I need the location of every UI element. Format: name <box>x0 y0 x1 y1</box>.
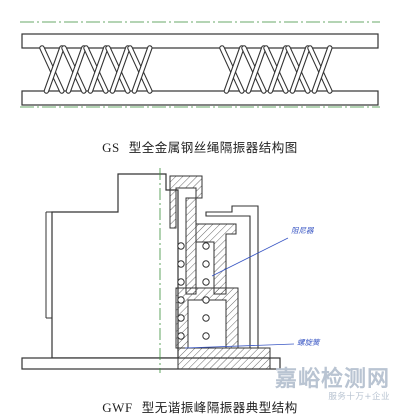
base-plate-hatched <box>177 347 271 370</box>
lower-clamp-plate <box>21 90 379 106</box>
spring-callout-label: 螺旋簧 <box>297 338 320 347</box>
spring-coil-section <box>202 260 210 268</box>
helical-spring <box>177 242 210 340</box>
gwf-isolator-svg <box>21 168 295 373</box>
gs-caption: GS 型全金属钢丝绳隔振器结构图 <box>0 137 400 156</box>
spring-coil-section <box>202 278 210 286</box>
gwf-isolator-drawing <box>0 168 400 390</box>
coil-strand-front-fill <box>44 46 64 93</box>
gs-caption-text: 型全金属钢丝绳隔振器结构图 <box>128 140 298 155</box>
coil-strand-front-fill <box>312 46 332 93</box>
base-plate <box>21 357 281 370</box>
spring-coil-section <box>177 314 185 322</box>
wire-rope-coils <box>39 45 333 94</box>
spring-coil-section <box>177 260 185 268</box>
spring-coil-section <box>202 314 210 322</box>
spring-coil-section <box>177 278 185 286</box>
gs-isolator-svg <box>20 21 380 108</box>
coil-strand-front-fill <box>268 46 288 93</box>
spring-coil-section <box>177 296 185 304</box>
upper-cap-section <box>169 175 203 229</box>
damper-callout-label: 阻尼器 <box>291 226 314 235</box>
piston-rod-section <box>185 197 197 295</box>
spring-coil-section <box>202 296 210 304</box>
coil-strand-front-fill <box>290 46 310 93</box>
upper-clamp-plate <box>21 33 379 49</box>
damper-outer-casing <box>205 205 259 349</box>
coil-strand-front-fill <box>246 46 266 93</box>
coil-strand-front-fill <box>88 46 108 93</box>
coil-strand-front-fill <box>110 46 130 93</box>
spring-coil-section <box>177 332 185 340</box>
spring-leader-line <box>184 343 295 349</box>
spring-coil-section <box>177 242 185 250</box>
damper-leader-line <box>211 237 289 277</box>
left-housing-outline <box>51 173 179 359</box>
gwf-caption-text: 型无谐振峰隔振器典型结构 <box>141 400 298 415</box>
damper-housing-section <box>195 223 237 295</box>
gwf-caption: GWF 型无谐振峰隔振器典型结构 <box>0 397 400 416</box>
coil-strand-front-fill <box>66 46 86 93</box>
spring-coil-section <box>202 242 210 250</box>
coil-strand-front-fill <box>132 46 152 93</box>
gs-caption-model: GS <box>102 140 120 155</box>
gwf-caption-model: GWF <box>102 400 133 415</box>
gs-isolator-drawing <box>0 0 400 130</box>
spring-coil-section <box>202 332 210 340</box>
coil-strand-front-fill <box>224 46 244 93</box>
